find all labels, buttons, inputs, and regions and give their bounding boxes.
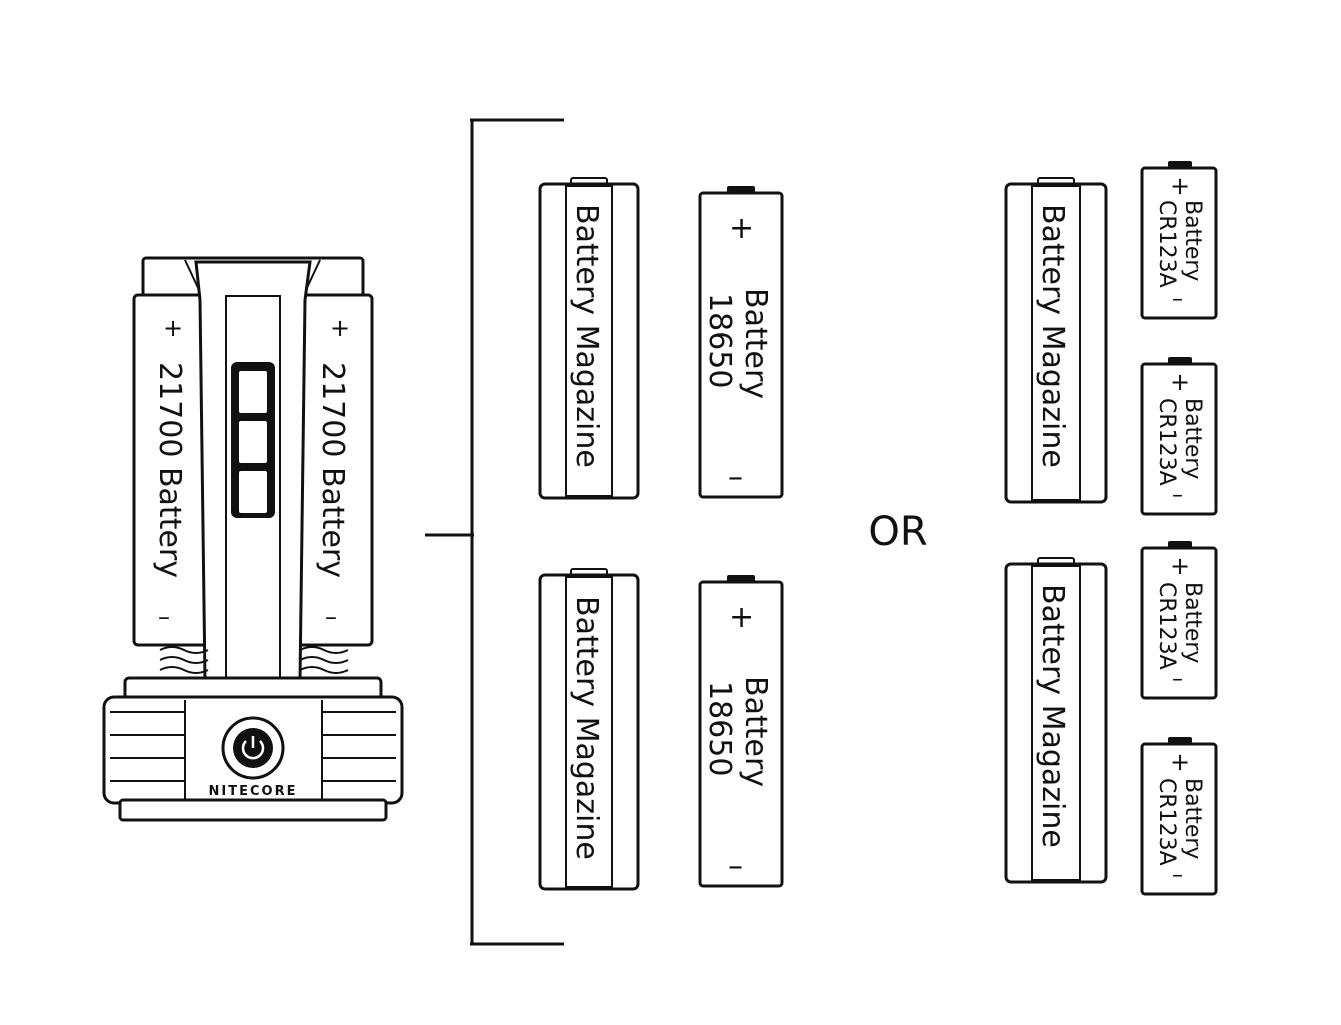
indicator-light-1 xyxy=(237,369,269,415)
magazine-label: Battery Magazine xyxy=(1035,204,1070,468)
cell-plus: + xyxy=(1170,552,1190,580)
cell-minus: – xyxy=(1172,483,1183,508)
device-base-ribs xyxy=(110,700,396,800)
battery-magazine: Battery Magazine xyxy=(538,177,640,500)
right-battery-minus: – xyxy=(325,603,337,631)
cell-model: CR123A xyxy=(1154,582,1179,670)
battery-magazine: Battery Magazine xyxy=(538,568,640,891)
device-base-bottom xyxy=(118,798,388,822)
magazine-label: Battery Magazine xyxy=(569,596,604,860)
battery-minus: – xyxy=(728,460,743,495)
left-battery-minus: – xyxy=(158,603,170,631)
cell-minus: – xyxy=(1172,863,1183,888)
brand-logo: NITECORE xyxy=(209,784,298,799)
right-battery-label: 21700 Battery xyxy=(315,362,350,578)
battery-plus: + xyxy=(729,211,754,246)
battery-cr123a: + Battery CR123A – xyxy=(1140,541,1218,700)
battery-cr123a: + Battery CR123A – xyxy=(1140,737,1218,896)
power-icon xyxy=(241,736,265,760)
device-springs xyxy=(159,646,349,674)
cell-model: CR123A xyxy=(1154,778,1179,866)
cell-label: Battery xyxy=(1180,778,1205,859)
battery-18650: + Battery 18650 – xyxy=(698,575,784,888)
cell-model: CR123A xyxy=(1154,398,1179,486)
battery-label: Battery xyxy=(738,288,773,399)
options-bracket xyxy=(425,118,564,946)
device-illustration: + 21700 Battery – + 21700 Battery – xyxy=(102,256,404,822)
or-separator: OR xyxy=(868,509,927,555)
cell-label: Battery xyxy=(1180,582,1205,663)
cell-label: Battery xyxy=(1180,398,1205,479)
cell-minus: – xyxy=(1172,667,1183,692)
cell-minus: – xyxy=(1172,287,1183,312)
battery-plus: + xyxy=(729,600,754,635)
battery-label: Battery xyxy=(738,676,773,787)
option-a-top: Battery Magazine + Battery 18650 – xyxy=(538,177,784,500)
left-battery-label: 21700 Battery xyxy=(152,362,187,578)
cell-plus: + xyxy=(1170,172,1190,200)
battery-magazine: Battery Magazine xyxy=(1004,177,1108,504)
cell-model: CR123A xyxy=(1154,200,1179,288)
battery-18650: + Battery 18650 – xyxy=(698,186,784,499)
battery-minus: – xyxy=(728,849,743,884)
battery-model: 18650 xyxy=(702,681,737,776)
cell-label: Battery xyxy=(1180,200,1205,281)
indicator-light-2 xyxy=(237,419,269,465)
option-b: Battery Magazine Battery Magazine + Batt… xyxy=(1004,161,1218,896)
magazine-label: Battery Magazine xyxy=(1035,584,1070,848)
magazine-label: Battery Magazine xyxy=(569,204,604,468)
battery-model: 18650 xyxy=(702,293,737,388)
battery-magazine: Battery Magazine xyxy=(1004,557,1108,884)
right-battery-plus: + xyxy=(330,314,350,342)
battery-cr123a: + Battery CR123A – xyxy=(1140,357,1218,516)
battery-cr123a: + Battery CR123A – xyxy=(1140,161,1218,320)
indicator-light-3 xyxy=(237,469,269,515)
cell-plus: + xyxy=(1170,368,1190,396)
left-battery-plus: + xyxy=(163,314,183,342)
option-a-bottom: Battery Magazine + Battery 18650 – xyxy=(538,568,784,891)
cell-plus: + xyxy=(1170,748,1190,776)
